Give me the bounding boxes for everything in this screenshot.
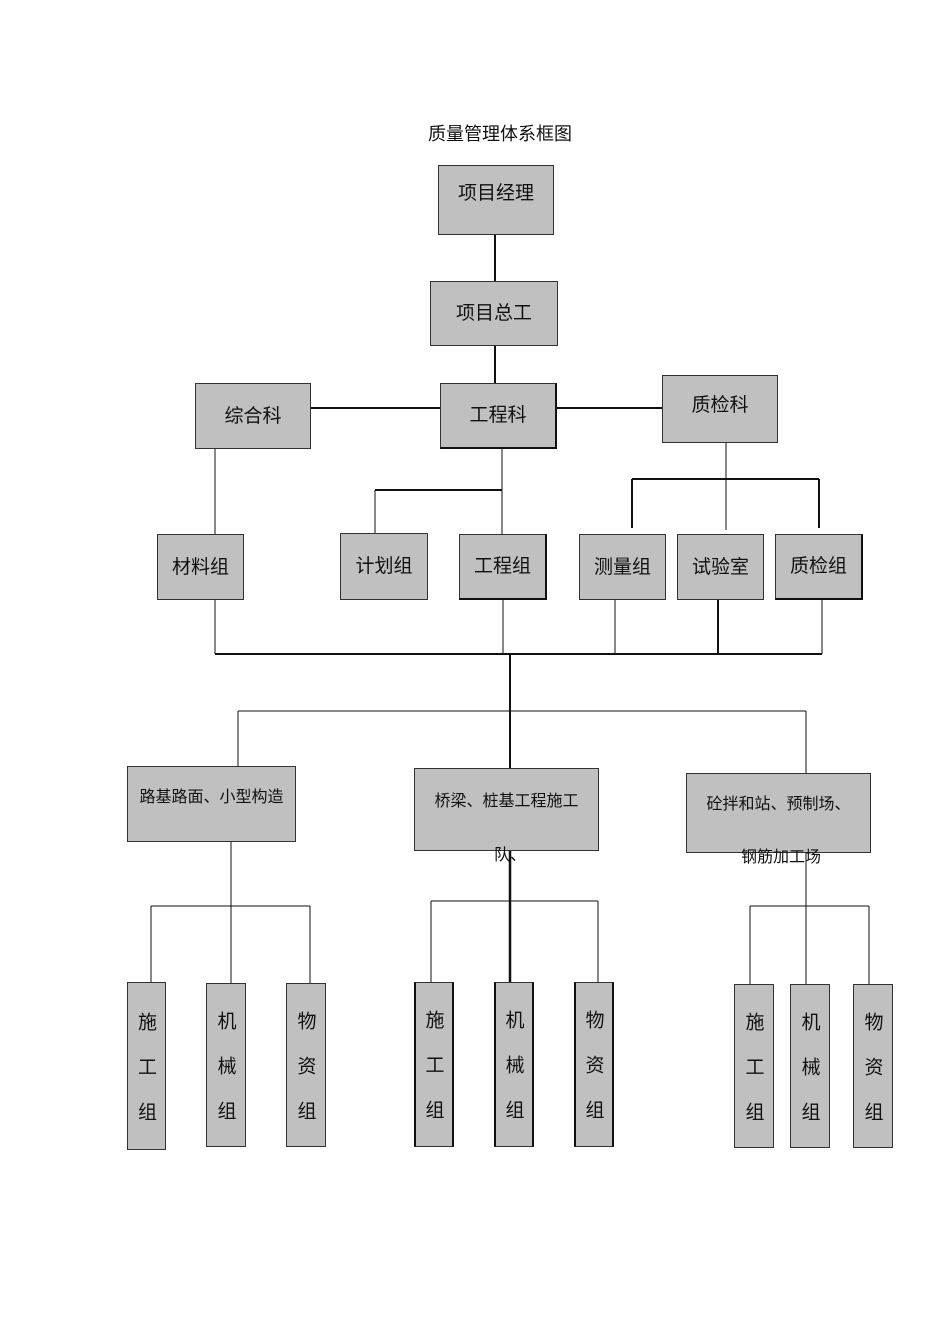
- node-lab: 试验室: [677, 534, 764, 600]
- node-road-construction: 施工组: [127, 982, 166, 1150]
- node-quality-dept: 质检科: [662, 375, 778, 443]
- node-team-bridge: 桥梁、桩基工程施工: [414, 768, 599, 851]
- node-planning-group: 计划组: [340, 533, 428, 600]
- node-chief-engineer: 项目总工: [430, 281, 558, 346]
- node-bridge-materials: 物资组: [574, 982, 614, 1147]
- team-plant-overflow-text: 钢筋加工场: [741, 847, 822, 866]
- node-plant-construction: 施工组: [734, 984, 774, 1148]
- node-plant-machinery: 机械组: [790, 984, 830, 1148]
- node-plant-materials: 物资组: [853, 984, 893, 1148]
- node-team-road: 路基路面、小型构造: [127, 766, 296, 842]
- node-bridge-machinery: 机械组: [494, 982, 534, 1147]
- node-inspection-group: 质检组: [775, 534, 863, 600]
- node-team-plant: 砼拌和站、预制场、: [686, 773, 871, 853]
- node-road-materials: 物资组: [286, 983, 326, 1147]
- team-bridge-overflow-text: 队、: [494, 845, 527, 864]
- node-general-dept: 综合科: [195, 383, 311, 449]
- page-title: 质量管理体系框图: [428, 124, 572, 145]
- node-engineering-dept: 工程科: [440, 383, 557, 449]
- node-engineering-group: 工程组: [459, 534, 547, 600]
- node-survey-group: 测量组: [579, 534, 666, 600]
- node-bridge-construction: 施工组: [414, 982, 454, 1147]
- node-project-manager: 项目经理: [438, 165, 554, 235]
- node-materials-group: 材料组: [157, 534, 244, 600]
- node-road-machinery: 机械组: [206, 983, 246, 1147]
